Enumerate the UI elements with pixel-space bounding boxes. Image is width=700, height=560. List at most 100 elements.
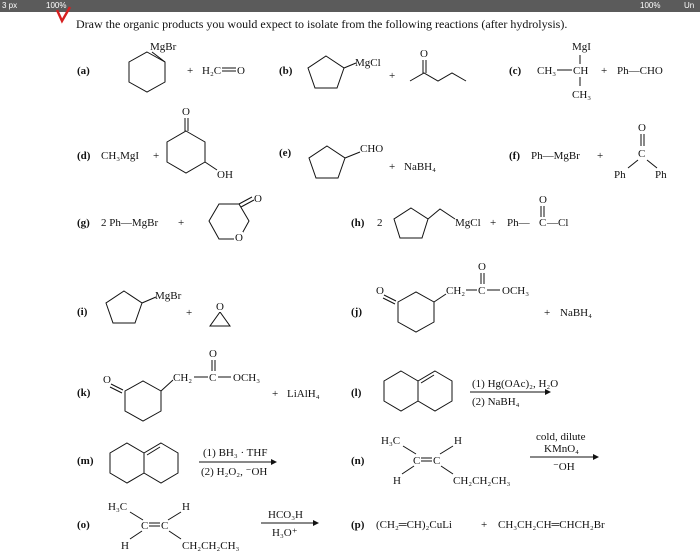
top-toolbar: 3 px 100% 100% Un <box>0 0 700 12</box>
a-plus: + <box>187 65 193 77</box>
epoxide-ring <box>209 311 231 327</box>
e-cho: CHO <box>360 143 383 155</box>
n-cold-dilute: cold, dilute <box>536 431 586 443</box>
o-h3c: H₃C <box>108 501 127 513</box>
h-o: O <box>539 194 547 206</box>
l-arrow-head <box>545 389 551 395</box>
n-h-bottom: H <box>393 475 401 487</box>
n-h3c: H₃C <box>381 435 400 447</box>
bond-a <box>151 51 166 63</box>
h-ph: Ph— <box>507 217 531 229</box>
k-c: C <box>209 372 216 384</box>
d-o: O <box>182 106 190 118</box>
ring-m-left <box>109 442 145 484</box>
o-bond-bl <box>129 530 143 540</box>
c-ph-cho: Ph—CHO <box>617 65 663 77</box>
o-bond-br <box>168 530 182 540</box>
b-mgcl: MgCl <box>355 57 381 69</box>
c-plus: + <box>601 65 607 77</box>
c-mgi: MgI <box>572 41 591 53</box>
j-o-top: O <box>478 261 486 273</box>
n-bond-bl <box>401 465 415 475</box>
j-nabh4: NaBH₄ <box>560 307 592 319</box>
k-o-ring: O <box>103 374 111 386</box>
j-co-2 <box>382 297 396 305</box>
i-o: O <box>216 301 224 313</box>
label-i: (i) <box>77 306 88 318</box>
k-lialh4: LiAlH₄ <box>287 388 320 400</box>
i-o-bg <box>215 300 225 312</box>
h-bonds <box>427 208 456 220</box>
label-a: (a) <box>77 65 90 77</box>
px-readout: 3 px <box>2 1 18 10</box>
check-mark-icon <box>56 6 72 24</box>
ring-b <box>307 55 345 89</box>
label-b: (b) <box>279 65 293 77</box>
n-bond-tr <box>439 445 454 455</box>
d-ch3mgi: CH₃MgI <box>101 150 139 162</box>
k-bond-ch2 <box>160 379 174 392</box>
g-carbonyl-o: O <box>254 193 262 205</box>
f-o: O <box>638 122 646 134</box>
a-mgbr: MgBr <box>150 41 177 53</box>
bond-b <box>343 62 357 69</box>
n-h-top: H <box>454 435 462 447</box>
h-plus: + <box>490 217 496 229</box>
n-bond-tl <box>402 445 417 455</box>
h-two: 2 <box>377 217 383 229</box>
label-f: (f) <box>509 150 520 162</box>
ring-l-right <box>417 370 453 412</box>
label-h: (h) <box>351 217 365 229</box>
label-n: (n) <box>351 455 365 467</box>
j-och3: OCH₃ <box>502 285 529 297</box>
label-o: (o) <box>77 519 90 531</box>
label-c: (c) <box>509 65 522 77</box>
n-oh: ⁻OH <box>553 461 575 473</box>
o-bond-tl <box>129 511 144 521</box>
j-c: C <box>478 285 485 297</box>
o-h-top: H <box>182 501 190 513</box>
f-c: C <box>638 148 645 160</box>
n-c-right: C <box>433 455 440 467</box>
j-ch2: CH₂ <box>446 285 465 297</box>
o-hco3h: HCO₃H <box>268 509 303 521</box>
l-step1: (1) Hg(OAc)₂, H₂O <box>472 378 558 390</box>
zoom-left[interactable]: 100% <box>46 1 67 10</box>
i-plus: + <box>186 307 192 319</box>
ring-i <box>105 290 143 324</box>
m-step1: (1) BH₃ · THF <box>203 447 267 459</box>
j-plus: + <box>544 307 550 319</box>
o-bond-tr <box>167 511 182 521</box>
g-co-2 <box>240 199 255 208</box>
k-co-2 <box>109 386 123 394</box>
p-reagent-2: CH₃CH₂CH═CHCH₂Br <box>498 519 605 531</box>
o-c-right: C <box>161 520 168 532</box>
g-ring-o: O <box>235 232 243 244</box>
m-double-bond <box>146 446 161 456</box>
g-ring-o-bg <box>234 232 243 243</box>
label-d: (d) <box>77 150 91 162</box>
k-ch2: CH₂ <box>173 372 192 384</box>
ring-l-left <box>383 370 419 412</box>
o-arrow-head <box>313 520 319 526</box>
label-g: (g) <box>77 217 90 229</box>
zoom-right[interactable]: 100% <box>640 1 661 10</box>
l-step2: (2) NaBH₄ <box>472 396 520 408</box>
ring-k <box>124 380 162 422</box>
h-mgcl: MgCl <box>455 217 481 229</box>
f-ph-left: Ph <box>614 169 626 181</box>
c-ch: CH <box>573 65 588 77</box>
i-mgbr: MgBr <box>155 290 182 302</box>
b-chain <box>409 72 467 82</box>
j-o-ring: O <box>376 285 384 297</box>
label-m: (m) <box>77 455 94 467</box>
label-k: (k) <box>77 387 91 399</box>
k-co-1 <box>110 383 124 391</box>
c-ch3-left: CH₃ <box>537 65 556 77</box>
question-text: Draw the organic products you would expe… <box>76 17 567 31</box>
f-ph-right: Ph <box>655 169 667 181</box>
b-plus: + <box>389 70 395 82</box>
j-co-1 <box>383 294 397 302</box>
f-plus: + <box>597 150 603 162</box>
